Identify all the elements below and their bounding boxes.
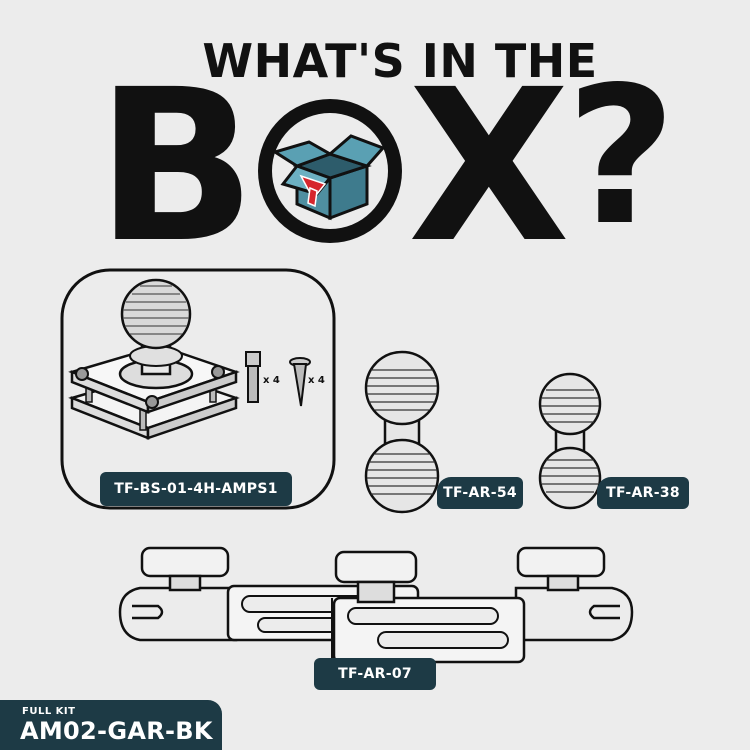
extension-arm [118,546,634,664]
item-tag-ar-38: TF-AR-38 [597,477,689,509]
headline-question-mark: ? [566,46,677,267]
headline-letter-x: X [408,44,570,289]
bolt-quantity: x 4 [263,375,280,386]
brand-logo-icon [299,174,327,208]
item-tag-base-plate: TF-BS-01-4H-AMPS1 [100,472,292,506]
full-kit-badge: FULL KIT AM02-GAR-BK [0,700,222,750]
ball-adapter-54 [364,350,440,514]
base-plate-card [60,268,336,510]
screw-quantity: x 4 [308,375,325,386]
item-tag-ar-07: TF-AR-07 [314,658,436,690]
headline-line1: WHAT'S IN THE [202,34,598,88]
headline-letter-b: B [96,44,257,289]
open-box-icon [258,99,402,243]
item-tag-ar-54: TF-AR-54 [437,477,523,509]
full-kit-code: AM02-GAR-BK [20,717,213,745]
ball-adapter-38 [538,372,602,510]
full-kit-label: FULL KIT [22,706,76,717]
